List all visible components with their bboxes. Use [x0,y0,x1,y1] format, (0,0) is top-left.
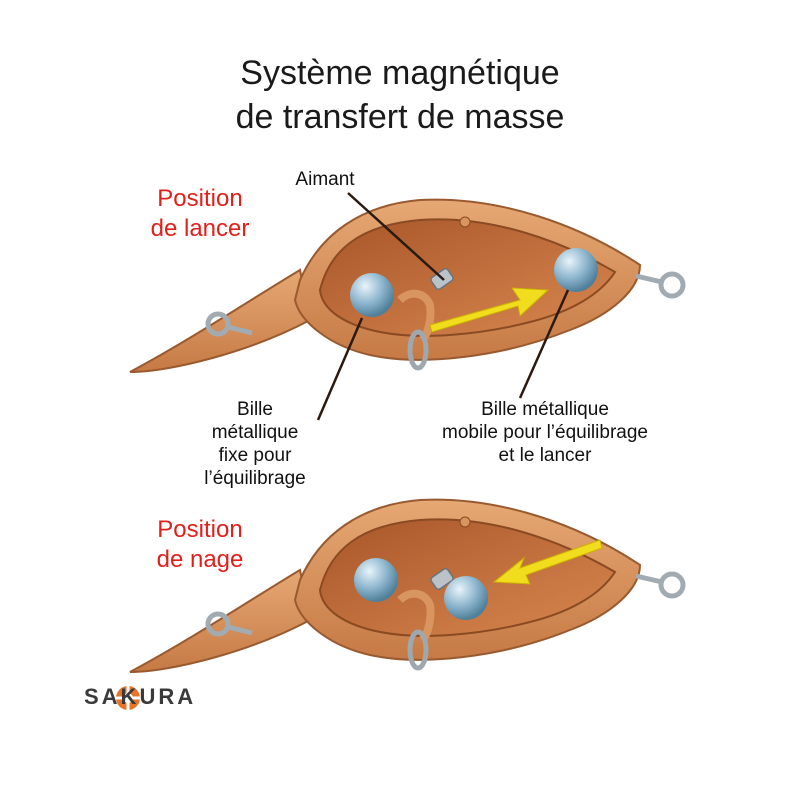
callout-bille-fixe-line-2: métallique [211,422,299,443]
callout-bille-mobile-line-3: et le lancer [498,445,592,466]
callout-bille-mobile-line-1: Bille métallique [481,399,609,420]
callout-bille-fixe-line-1: Bille [237,399,273,420]
callout-bille-mobile: Bille métallique mobile pour l’équilibra… [395,398,695,467]
mobile-ball-icon [444,576,488,620]
leader-line-aimant [347,192,445,281]
callout-aimant: Aimant [295,169,355,190]
leader-line-bille-fixe [316,317,364,421]
mass-transfer-arrow-icon [492,539,603,585]
leader-line-bille-mobile [518,289,570,399]
position-cast-label: Position de lancer [120,184,280,244]
mobile-ball-icon [554,248,598,292]
fixed-ball-icon [350,273,394,317]
fixed-ball-icon [354,558,398,602]
sakura-logo-icon [116,686,140,710]
diagram-title-line-2: de transfert de masse [235,98,565,136]
position-swim-line-2: de nage [156,546,244,573]
sakura-logo-wordmark: SAKURA [84,684,197,709]
callout-bille-fixe-line-3: fixe pour [218,445,292,466]
position-swim-line-1: Position [157,516,243,543]
callout-bille-fixe-line-4: l’équilibrage [204,468,306,489]
lure-cast-position [130,200,683,372]
callout-bille-mobile-line-2: mobile pour l’équilibrage [442,422,648,443]
position-cast-line-1: Position [157,185,243,212]
position-swim-label: Position de nage [120,515,280,575]
lure-swim-position [130,500,683,672]
callout-bille-fixe: Bille métallique fixe pour l’équilibrage [170,398,340,490]
diagram-title-line-1: Système magnétique [240,54,560,92]
position-cast-line-2: de lancer [150,215,250,242]
mass-transfer-arrow-icon [429,287,550,333]
